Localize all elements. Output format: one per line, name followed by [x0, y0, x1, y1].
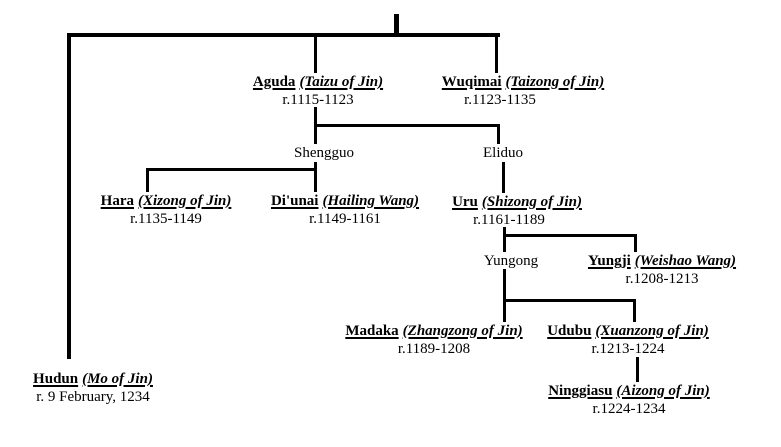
person-reign: r.1224-1234 — [592, 401, 666, 417]
connector-udubu-ninggiasu-vline — [636, 357, 639, 382]
connector-eliduo-drop — [497, 124, 500, 144]
person-title-text: (Taizu of Jin) — [299, 74, 384, 90]
person-node-udubu: Udubu(Xuanzong of Jin) r.1213-1224 — [547, 322, 709, 358]
person-reign: r.1123-1135 — [464, 92, 536, 108]
person-name: Aguda(Taizu of Jin) — [253, 73, 383, 91]
person-reign: r. 9 February, 1234 — [36, 389, 150, 405]
connector-udubu-drop — [633, 299, 636, 322]
person-reign: r.1189-1208 — [397, 341, 471, 357]
person-node-diunai: Di'unai(Hailing Wang) r.1149-1161 — [271, 192, 419, 228]
person-node-madaka: Madaka(Zhangzong of Jin) r.1189-1208 — [345, 322, 522, 358]
person-node-eliduo: Eliduo — [483, 144, 523, 162]
person-title-text: (Xuanzong of Jin) — [595, 323, 709, 339]
connector-top-stub — [394, 14, 399, 34]
person-name: Uru(Shizong of Jin) — [452, 193, 582, 211]
connector-shengguo-children-vline — [314, 162, 317, 192]
person-title-text: (Taizong of Jin) — [505, 74, 605, 90]
connector-hudun-vline — [67, 33, 71, 359]
person-name-text: Yungong — [483, 253, 539, 269]
person-name-text: Di'unai — [270, 193, 319, 209]
person-title-text: (Shizong of Jin) — [481, 194, 582, 210]
person-node-aguda: Aguda(Taizu of Jin) r.1115-1123 — [253, 73, 383, 109]
person-name-text: Ninggiasu — [548, 383, 613, 399]
person-name-text: Madaka — [345, 323, 399, 339]
person-name: Madaka(Zhangzong of Jin) — [345, 322, 522, 340]
connector-gen1-hbar — [67, 33, 500, 37]
person-name-text: Yungji — [587, 253, 631, 269]
person-node-ninggiasu: Ninggiasu(Aizong of Jin) r.1224-1234 — [548, 382, 710, 418]
person-title-text: (Mo of Jin) — [82, 371, 153, 387]
person-name-text: Hudun — [33, 371, 79, 387]
person-node-hara: Hara(Xizong of Jin) r.1135-1149 — [101, 192, 232, 228]
person-reign: r.1213-1224 — [591, 341, 665, 357]
person-node-shengguo: Shengguo — [294, 144, 354, 162]
person-name-text: Hara — [100, 193, 134, 209]
person-name-text: Wuqimai — [441, 74, 502, 90]
person-name: Udubu(Xuanzong of Jin) — [547, 322, 709, 340]
connector-hara-drop — [146, 168, 149, 192]
person-title-text: (Zhangzong of Jin) — [402, 323, 523, 339]
person-name-text: Aguda — [252, 74, 296, 90]
connector-wuqimai-drop — [495, 33, 498, 73]
person-name: Hara(Xizong of Jin) — [101, 192, 232, 210]
connector-yungong-children-vline — [503, 269, 506, 322]
connector-yungji-drop — [634, 234, 637, 252]
connector-gen5-hbar — [503, 299, 636, 302]
person-title-text: (Hailing Wang) — [322, 193, 420, 209]
connector-uru-children-vline — [503, 227, 506, 252]
connector-aguda-drop — [314, 33, 317, 73]
person-name-text: Udubu — [547, 323, 592, 339]
person-reign: r.1149-1161 — [309, 211, 381, 227]
person-name-text: Eliduo — [483, 145, 523, 161]
person-node-uru: Uru(Shizong of Jin) r.1161-1189 — [452, 193, 582, 229]
person-name: Ninggiasu(Aizong of Jin) — [548, 382, 710, 400]
person-name: Di'unai(Hailing Wang) — [271, 192, 419, 210]
person-name: Shengguo — [294, 144, 354, 162]
person-reign: r.1135-1149 — [130, 211, 202, 227]
person-name: Hudun(Mo of Jin) — [33, 370, 153, 388]
person-title-text: (Weishao Wang) — [634, 253, 737, 269]
person-node-wuqimai: Wuqimai(Taizong of Jin) r.1123-1135 — [442, 73, 604, 109]
person-reign: r.1208-1213 — [625, 271, 699, 287]
person-node-yungong: Yungong — [484, 252, 538, 270]
person-name: Yungji(Weishao Wang) — [588, 252, 736, 270]
person-title-text: (Xizong of Jin) — [137, 193, 232, 209]
person-name: Eliduo — [483, 144, 523, 162]
person-title-text: (Aizong of Jin) — [616, 383, 710, 399]
connector-eliduo-uru-vline — [502, 162, 505, 193]
connector-hara-hbar — [146, 168, 317, 171]
person-reign: r.1161-1189 — [473, 212, 545, 228]
person-name: Yungong — [484, 252, 538, 270]
person-name: Wuqimai(Taizong of Jin) — [442, 73, 604, 91]
connector-gen2-hbar — [314, 124, 500, 127]
person-node-hudun: Hudun(Mo of Jin) r. 9 February, 1234 — [33, 370, 153, 406]
person-reign: r.1115-1123 — [282, 92, 354, 108]
person-node-yungji: Yungji(Weishao Wang) r.1208-1213 — [588, 252, 736, 288]
person-name-text: Uru — [452, 194, 478, 210]
person-name-text: Shengguo — [294, 145, 354, 161]
connector-gen4-hbar — [503, 234, 637, 237]
